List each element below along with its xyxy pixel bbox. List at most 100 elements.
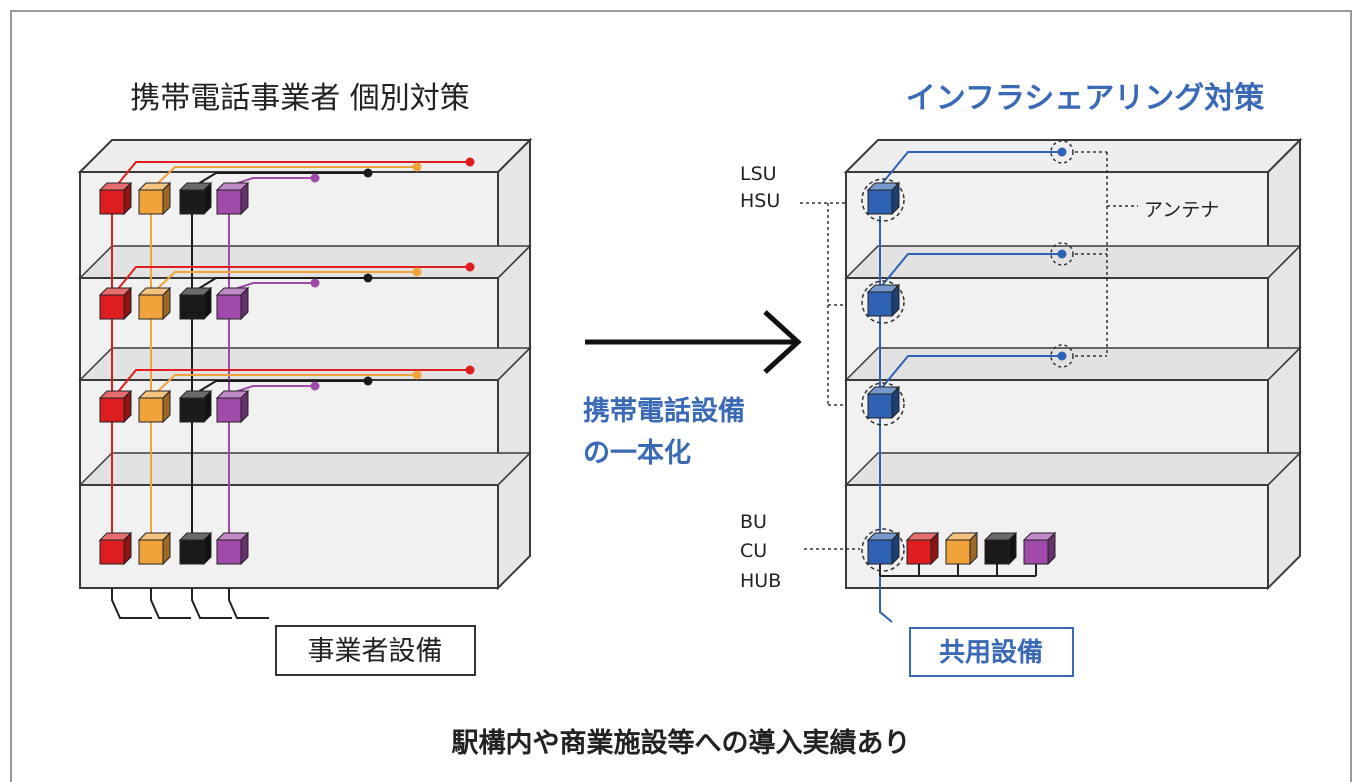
center-label-line1: 携帯電話設備 bbox=[583, 395, 745, 427]
bu-cu-hub-cube bbox=[1022, 531, 1057, 566]
operator-unit-cube bbox=[137, 531, 172, 566]
antenna-cable bbox=[197, 172, 368, 185]
antenna-feed bbox=[879, 355, 1062, 391]
antenna-highlight bbox=[1050, 140, 1074, 164]
right-floor-slab bbox=[844, 452, 1302, 486]
antenna-dot bbox=[412, 162, 422, 172]
equipment-connector bbox=[150, 588, 191, 619]
bu-highlight bbox=[861, 528, 905, 572]
cube-front bbox=[99, 539, 125, 565]
operator-unit-cube bbox=[215, 531, 250, 566]
cu-label: CU bbox=[740, 540, 767, 562]
antenna-feed bbox=[879, 151, 1062, 187]
antenna-cable bbox=[234, 177, 315, 185]
hsu-highlight bbox=[861, 178, 905, 222]
left-title: 携帯電話事業者 個別対策 bbox=[130, 81, 470, 116]
cube-front bbox=[138, 294, 164, 320]
operator-unit-cube bbox=[215, 389, 250, 424]
operator-equipment-box: 事業者設備 bbox=[275, 625, 476, 676]
hsu-label: HSU bbox=[740, 190, 780, 212]
antenna-cable bbox=[156, 271, 417, 290]
left-floor-slab bbox=[78, 452, 532, 486]
bu-cu-hub-cube bbox=[905, 531, 940, 566]
right-floor-edge bbox=[1267, 347, 1301, 381]
lsu-label: LSU bbox=[740, 163, 777, 185]
antenna-dot bbox=[412, 370, 422, 380]
shared-equipment-box: 共用設備 bbox=[909, 627, 1074, 677]
shared-hsu-cube bbox=[866, 283, 901, 318]
operator-equipment-label: 事業者設備 bbox=[308, 636, 443, 667]
diagram-frame bbox=[10, 10, 1352, 782]
cube-front bbox=[945, 539, 971, 565]
left-floor-slab bbox=[78, 245, 532, 279]
antenna-cable bbox=[156, 166, 417, 185]
operator-unit-cube bbox=[178, 181, 213, 216]
cube-front bbox=[867, 539, 893, 565]
cube-front bbox=[867, 291, 893, 317]
left-building bbox=[77, 137, 533, 619]
operator-unit-cube bbox=[178, 389, 213, 424]
operator-unit-cube bbox=[137, 389, 172, 424]
antenna-cable bbox=[156, 374, 417, 393]
cube-front bbox=[179, 539, 205, 565]
antenna-dot bbox=[412, 267, 422, 277]
operator-unit-cube bbox=[215, 286, 250, 321]
cube-front bbox=[867, 189, 893, 215]
antenna-dot bbox=[363, 273, 373, 283]
antenna-highlight bbox=[1050, 242, 1074, 266]
operator-unit-cube bbox=[137, 286, 172, 321]
antenna-dot bbox=[1057, 351, 1067, 361]
shared-connector bbox=[879, 564, 893, 623]
cube-front bbox=[179, 397, 205, 423]
right-floor-slab bbox=[844, 245, 1302, 279]
left-floor-edge bbox=[497, 347, 531, 381]
antenna-cable bbox=[234, 385, 315, 393]
operator-unit-cube bbox=[178, 531, 213, 566]
cube-front bbox=[216, 397, 242, 423]
cube-front bbox=[138, 539, 164, 565]
hsu-highlight bbox=[861, 382, 905, 426]
operator-unit-cube bbox=[98, 181, 133, 216]
antenna-dot bbox=[310, 278, 320, 288]
operator-unit-cube bbox=[98, 286, 133, 321]
right-building bbox=[800, 137, 1303, 623]
operator-unit-cube bbox=[98, 531, 133, 566]
bu-cu-hub-cube bbox=[866, 531, 901, 566]
cube-front bbox=[216, 539, 242, 565]
conversion-arrow bbox=[585, 310, 802, 374]
equipment-connector bbox=[111, 588, 152, 619]
antenna-dot bbox=[1057, 147, 1067, 157]
cube-front bbox=[138, 397, 164, 423]
antenna-dot bbox=[363, 168, 373, 178]
cube-front bbox=[138, 189, 164, 215]
right-title: インフラシェアリング対策 bbox=[906, 81, 1265, 116]
cube-front bbox=[99, 294, 125, 320]
hsu-highlight bbox=[861, 280, 905, 324]
antenna-cable bbox=[117, 369, 470, 393]
cube-front bbox=[179, 294, 205, 320]
shared-hsu-cube bbox=[866, 181, 901, 216]
antenna-cable bbox=[234, 282, 315, 290]
antenna-dot bbox=[465, 365, 475, 375]
left-floor-edge bbox=[497, 245, 531, 279]
equipment-connector bbox=[228, 588, 269, 619]
right-roof bbox=[843, 139, 1303, 173]
bu-cu-hub-cube bbox=[983, 531, 1018, 566]
center-label-line2: の一本化 bbox=[583, 438, 691, 469]
antenna-dot bbox=[1057, 249, 1067, 259]
antenna-cable bbox=[117, 161, 470, 185]
operator-unit-cube bbox=[98, 389, 133, 424]
bu-label: BU bbox=[740, 511, 767, 533]
antenna-label: アンテナ bbox=[1144, 199, 1219, 221]
antenna-feed bbox=[879, 253, 1062, 289]
antenna-dot bbox=[310, 173, 320, 183]
equipment-connector bbox=[191, 588, 232, 619]
shared-equipment-label: 共用設備 bbox=[939, 637, 1043, 668]
hub-label: HUB bbox=[740, 570, 781, 592]
antenna-cable bbox=[117, 266, 470, 290]
cube-front bbox=[216, 294, 242, 320]
antenna-cable bbox=[197, 380, 368, 393]
operator-unit-cube bbox=[178, 286, 213, 321]
right-floor-edge bbox=[1267, 245, 1301, 279]
